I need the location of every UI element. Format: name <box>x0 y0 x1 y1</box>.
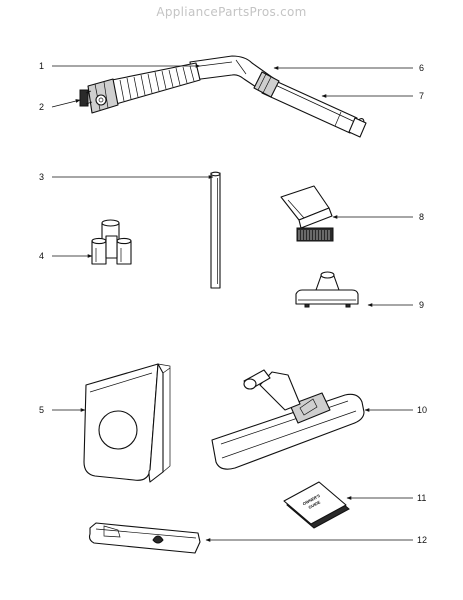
hose-assembly[interactable] <box>79 55 367 138</box>
tool-holder-icon[interactable] <box>91 219 132 265</box>
crevice-tool-icon[interactable] <box>88 522 201 554</box>
callout-12: 12 <box>417 535 427 545</box>
callout-labels: 1 2 3 4 5 6 7 8 9 10 11 12 <box>39 61 427 545</box>
callout-10: 10 <box>417 405 427 415</box>
manual-cover-line-2: GUIDE <box>308 499 322 510</box>
dusting-brush-icon[interactable] <box>280 185 334 242</box>
extension-wand-icon[interactable] <box>210 171 221 289</box>
hose-handle-icon <box>189 55 280 98</box>
callout-3: 3 <box>39 172 44 182</box>
callout-2: 2 <box>39 102 44 112</box>
upholstery-tool-icon[interactable] <box>295 271 359 308</box>
callout-9: 9 <box>419 300 424 310</box>
callout-5: 5 <box>39 405 44 415</box>
callout-1: 1 <box>39 61 44 71</box>
wand-icon <box>261 77 367 138</box>
callout-8: 8 <box>419 212 424 222</box>
hose-icon <box>111 62 201 105</box>
floor-tool-icon[interactable] <box>211 369 365 470</box>
dust-bag-icon[interactable] <box>83 363 171 483</box>
leader-lines <box>51 64 413 542</box>
callout-6: 6 <box>419 63 424 73</box>
callout-11: 11 <box>417 493 426 503</box>
callout-4: 4 <box>39 251 44 261</box>
hose-end-connector-icon <box>79 78 119 114</box>
callout-7: 7 <box>419 91 424 101</box>
watermark: AppliancePartsPros.com <box>156 5 307 19</box>
owners-guide-icon[interactable]: OWNER'S GUIDE <box>283 481 350 529</box>
